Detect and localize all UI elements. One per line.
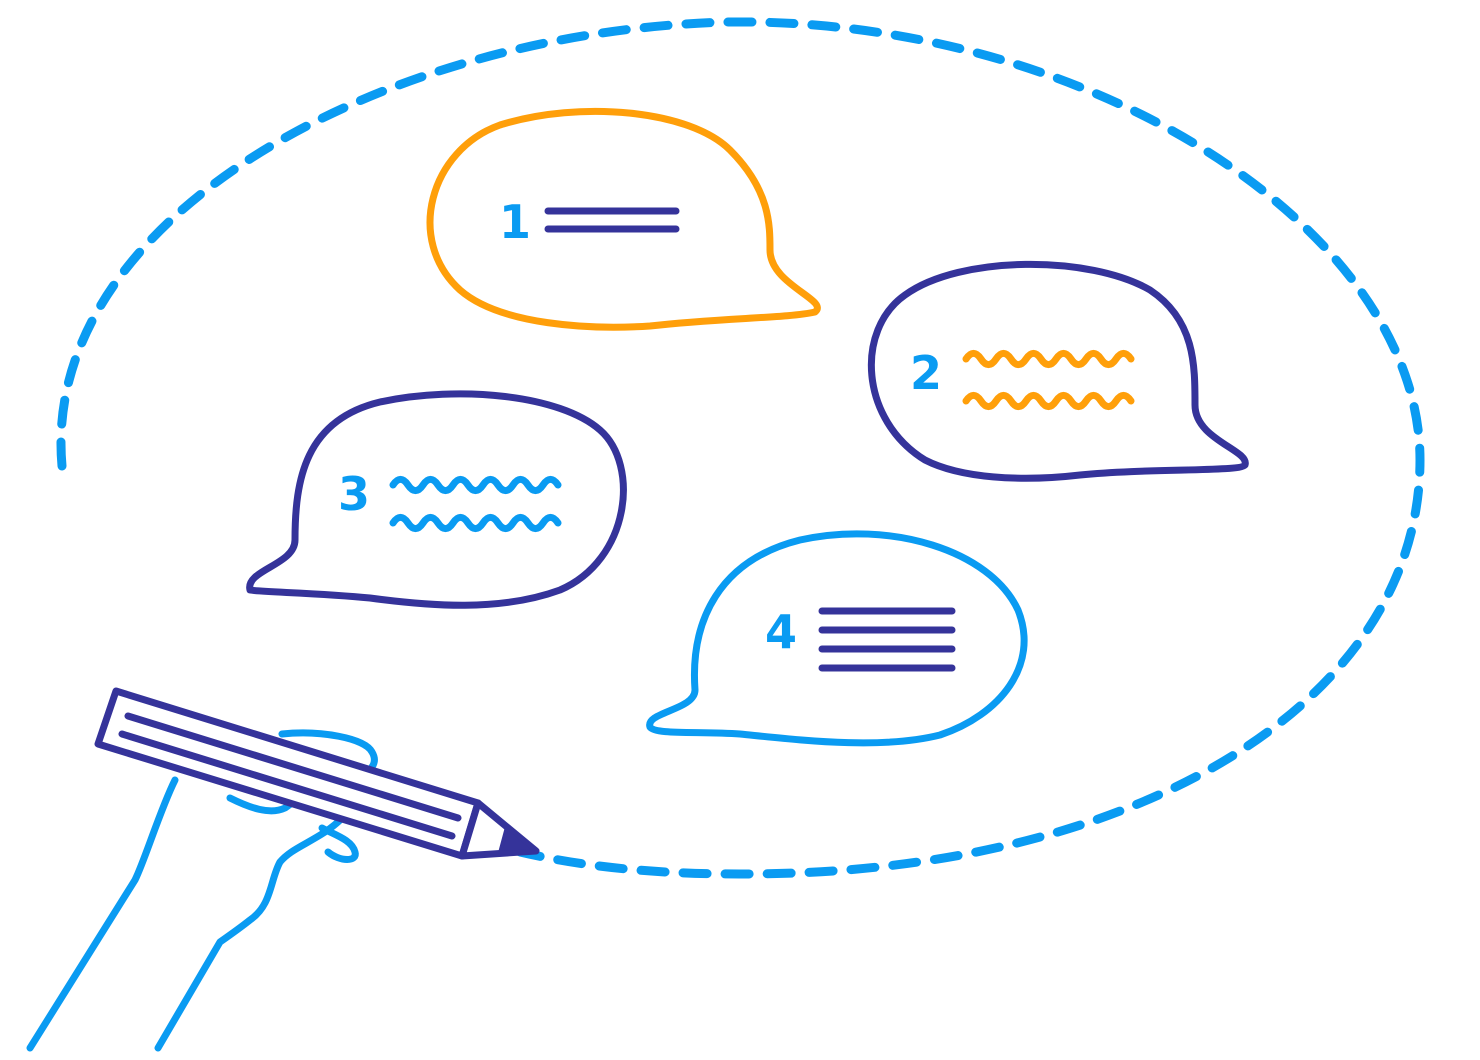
pencil-lead: [498, 825, 538, 855]
bubble-1-text-lines: [544, 207, 680, 233]
wavy-text-line: [962, 349, 1135, 369]
speech-bubble-2: 2: [867, 260, 1249, 482]
bubble-1-number: 1: [499, 195, 531, 249]
dashed-ellipse-icon: [56, 17, 1425, 879]
bubble-3-outline: [246, 390, 627, 609]
bubble-2-number: 2: [910, 346, 942, 400]
bubble-4-outline: [646, 530, 1028, 747]
speech-bubble-3: 3: [246, 390, 627, 609]
bubble-3-number: 3: [338, 467, 370, 521]
hand-knuckle-outline: [318, 824, 359, 863]
bubble-2-text-lines: [962, 349, 1135, 411]
pencil-icon: [94, 687, 540, 860]
speech-bubble-4: 4: [646, 530, 1028, 747]
bubble-4-text-lines: [818, 607, 956, 672]
bubble-4-number: 4: [765, 605, 797, 659]
bubble-3-text-lines: [389, 475, 562, 533]
bubble-2-outline: [867, 260, 1249, 482]
wavy-text-line: [389, 513, 562, 533]
wavy-text-line: [962, 391, 1135, 411]
pencil-groove-top: [124, 712, 462, 822]
hand-arm-outline: [26, 776, 179, 1052]
bubble-1-outline: [426, 107, 821, 331]
pencil-groove-bottom: [118, 730, 456, 840]
wavy-text-line: [389, 475, 562, 495]
speech-bubble-1: 1: [426, 107, 821, 331]
